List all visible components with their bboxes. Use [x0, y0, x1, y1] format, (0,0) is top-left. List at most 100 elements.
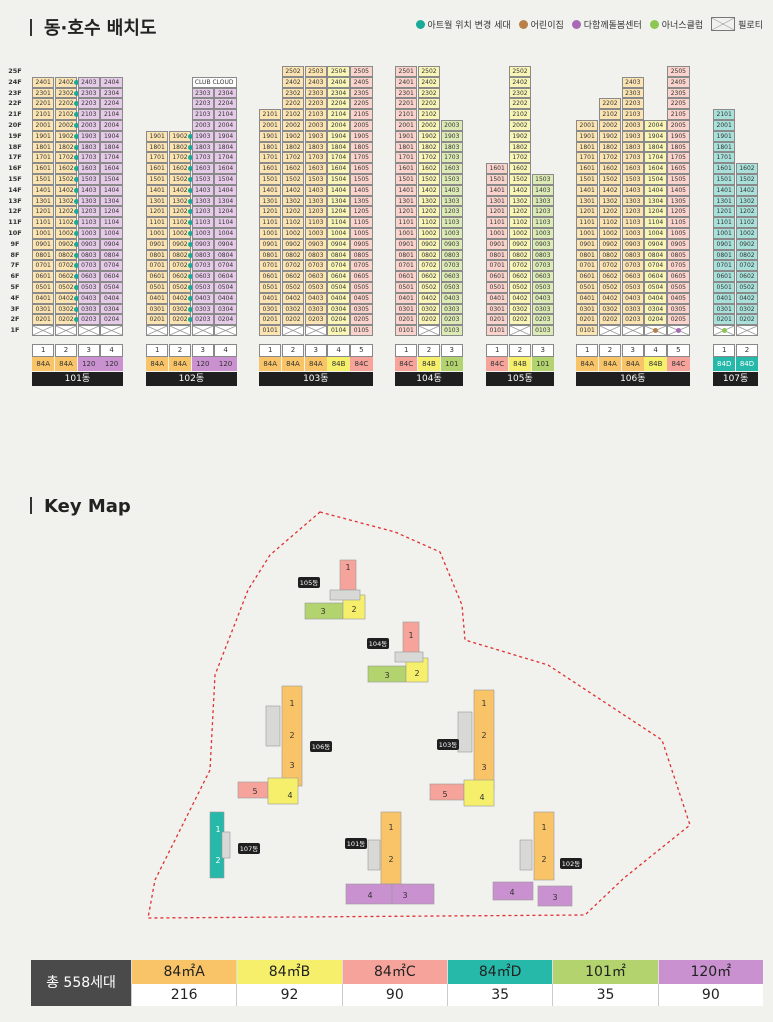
green-dot-icon	[649, 19, 659, 29]
line-number: 3	[440, 344, 463, 357]
unit-cell: 0903	[531, 238, 554, 250]
unit-cell: 1202	[168, 206, 194, 218]
unit-cell: 0902	[281, 238, 305, 250]
unit-cell: 0901	[32, 238, 55, 250]
unit-cell: 1102	[281, 217, 305, 228]
unit-cell: 2301	[32, 87, 55, 99]
unit-cell: 0904	[214, 238, 237, 250]
unit-cell: 0901	[395, 238, 418, 250]
unit-cell: 0201	[395, 314, 418, 326]
unit-cell: 1803	[191, 141, 214, 153]
unit-cell: 1303	[77, 195, 100, 207]
unit-cell: 0703	[621, 260, 644, 272]
unit-cell: 0301	[576, 303, 599, 315]
legend-item: 다함께돌봄센터	[571, 18, 642, 31]
line-number: 3	[191, 344, 214, 357]
unit-cell: 0502	[417, 282, 441, 293]
unit-cell: 0503	[531, 282, 554, 293]
unit-cell: 1801	[576, 141, 599, 153]
unit-cell: 2201	[32, 98, 55, 110]
unit-cell: 0603	[304, 271, 327, 282]
teal-dot-icon	[74, 252, 80, 258]
piloti-cell	[281, 325, 305, 336]
core-block	[457, 711, 473, 753]
unit-cell: 2202	[54, 98, 80, 110]
unit-cell: 0903	[440, 238, 463, 250]
unit-cell: 0401	[576, 292, 599, 304]
building-name: 103동	[259, 372, 373, 386]
unit-cell: 0201	[576, 314, 599, 326]
line-number: 1	[713, 344, 736, 357]
unit-cell: 2103	[621, 109, 644, 120]
unit-cell: 0405	[667, 292, 690, 304]
unit-cell: 1003	[304, 228, 327, 239]
unit-cell: 2303	[621, 87, 644, 99]
unit-cell: 1303	[304, 195, 327, 207]
unit-cell: 1704	[327, 152, 350, 164]
floor-label: 18F	[8, 142, 22, 151]
unit-cell: 1102	[417, 217, 441, 228]
unit-cell: 1505	[350, 174, 373, 185]
teal-dot-icon	[188, 198, 194, 204]
legend-label: 아너스클럽	[661, 20, 704, 31]
unit-cell: 1902	[508, 130, 532, 142]
unit-cell: 1604	[644, 163, 667, 174]
unit-cell: 1904	[327, 130, 350, 142]
unit-cell: 0701	[395, 260, 418, 272]
unit-cell: 1602	[281, 163, 305, 174]
unit-cell: 1804	[644, 141, 667, 153]
unit-cell: 0502	[598, 282, 622, 293]
unit-cell: 1701	[395, 152, 418, 164]
brown-dot-icon	[653, 328, 659, 334]
legend-label: 다함께돌봄센터	[583, 20, 642, 31]
unit-cell: 0702	[168, 260, 194, 272]
teal-dot-icon	[415, 19, 425, 29]
unit-cell: 0803	[440, 249, 463, 261]
unit-cell: 1905	[350, 130, 373, 142]
legend-label: 어린이집	[530, 20, 564, 31]
unit-cell: 1603	[304, 163, 327, 174]
unit-cell: 0204	[644, 314, 667, 326]
unit-cell: 0201	[146, 314, 169, 326]
unit-cell: 0302	[417, 303, 441, 315]
unit-cell: 2003	[440, 120, 463, 131]
unit-cell: 1104	[327, 217, 350, 228]
unit-cell: 0303	[304, 303, 327, 315]
unit-cell: 1101	[259, 217, 282, 228]
unit-cell: 1504	[100, 174, 123, 185]
unit-cell: 0604	[327, 271, 350, 282]
unit-cell: 2005	[667, 120, 690, 131]
unit-cell: 1904	[214, 130, 237, 142]
unit-cell: 1701	[576, 152, 599, 164]
teal-dot-icon	[74, 209, 80, 215]
unit-cell: 1101	[146, 217, 169, 228]
unit-cell: 0401	[32, 292, 55, 304]
unit-label: 3	[320, 607, 325, 616]
unit-cell: 1403	[621, 184, 644, 196]
unit-cell: 0205	[350, 314, 373, 326]
unit-cell: 1801	[32, 141, 55, 153]
line-type: 84A	[54, 357, 78, 371]
unit-cell: 1404	[100, 184, 123, 196]
unit-cell: 1005	[667, 228, 690, 239]
unit-cell: 0304	[214, 303, 237, 315]
unit-cell: 0801	[576, 249, 599, 261]
purple-dot-icon	[571, 19, 581, 29]
teal-dot-icon	[188, 274, 194, 280]
line-number: 5	[350, 344, 373, 357]
unit-cell: 0305	[350, 303, 373, 315]
unit-cell: 2002	[54, 120, 80, 131]
unit-cell: 1401	[486, 184, 509, 196]
unit-block	[267, 777, 299, 805]
unit-cell: 0401	[713, 292, 736, 304]
unit-cell: 2103	[304, 109, 327, 120]
summary-type: 101㎡	[552, 960, 658, 984]
unit-cell: 0204	[100, 314, 123, 326]
unit-cell: 0705	[667, 260, 690, 272]
unit-label: 3	[552, 893, 557, 902]
unit-cell: 2303	[77, 87, 100, 99]
unit-cell: 0603	[191, 271, 214, 282]
unit-cell: 0902	[417, 238, 441, 250]
unit-cell: 1602	[54, 163, 80, 174]
